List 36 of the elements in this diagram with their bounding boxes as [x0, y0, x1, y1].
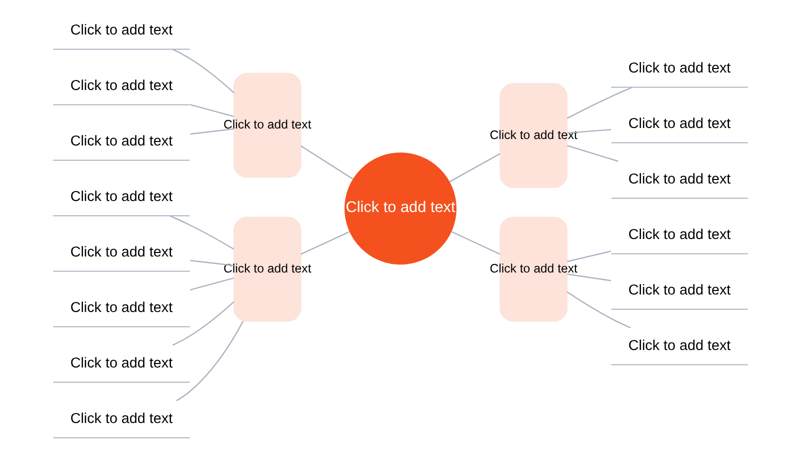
- node-text: Click to add text: [70, 411, 172, 428]
- connector: [169, 215, 234, 250]
- node-text: Click to add text: [628, 338, 730, 354]
- connector: [172, 301, 234, 346]
- node-text: Click to add text: [628, 60, 730, 77]
- connector: [176, 320, 244, 402]
- node-text: Click to add text: [628, 227, 730, 244]
- node-label: Click to add text: [489, 128, 577, 142]
- connector: [190, 128, 234, 135]
- node-text: Click to add text: [628, 116, 730, 132]
- node-text: Click to add text: [628, 172, 730, 188]
- node-label: Click to add text: [223, 117, 311, 132]
- connector: [566, 273, 611, 282]
- connector: [190, 104, 234, 118]
- node-circle: Click to add text: [344, 152, 456, 265]
- node-text: Click to add text: [70, 134, 172, 150]
- connector: [450, 230, 500, 255]
- node-text: Click to add text: [70, 356, 172, 372]
- node-text: Click to add text: [70, 244, 172, 261]
- connector: [566, 250, 611, 262]
- connector: [448, 153, 500, 182]
- connector: [300, 145, 353, 180]
- connector: [190, 260, 234, 266]
- node-text: Click to add text: [70, 78, 172, 94]
- node-text: Click to add text: [70, 300, 172, 316]
- node-label: Click to add text: [489, 261, 577, 276]
- connector: [190, 277, 234, 290]
- connector: [172, 48, 234, 94]
- connector: [300, 231, 350, 255]
- connector: [566, 128, 611, 134]
- connector: [566, 145, 618, 162]
- node-text: Click to add text: [70, 189, 172, 206]
- connector: [566, 86, 632, 119]
- connector: [566, 291, 630, 328]
- node-text: Click to add text: [70, 22, 172, 39]
- node-text: Click to add text: [628, 282, 730, 299]
